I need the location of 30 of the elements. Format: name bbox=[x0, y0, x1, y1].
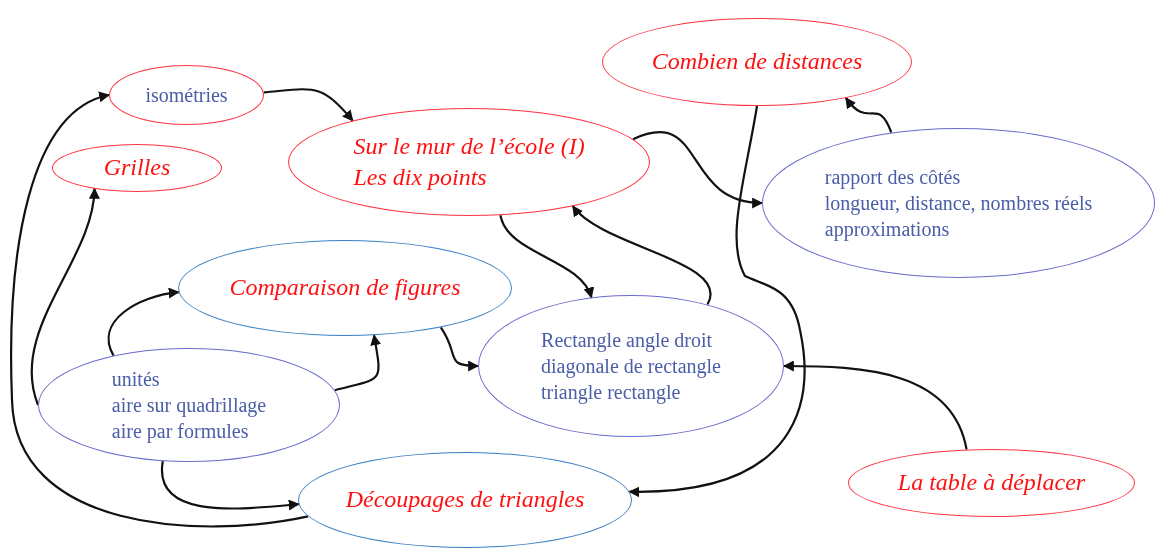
node-text: aire par formules bbox=[111, 419, 249, 444]
node-text: triangle rectangle bbox=[541, 380, 681, 405]
curved-arrow bbox=[499, 214, 593, 299]
node-text: rapport des côtés bbox=[824, 165, 961, 190]
curved-arrow bbox=[572, 205, 712, 305]
curved-arrow bbox=[107, 288, 180, 357]
node-text: La table à déplacer bbox=[897, 468, 1086, 498]
node-text: unités bbox=[111, 367, 160, 392]
curved-arrow bbox=[161, 461, 300, 511]
curved-arrow bbox=[845, 97, 893, 133]
curved-arrow bbox=[263, 88, 354, 122]
node-text: longueur, distance, nombres réels bbox=[824, 191, 1093, 216]
node-text: Grilles bbox=[103, 153, 171, 183]
node-text: Sur le mur de l’école (I) bbox=[353, 131, 585, 161]
node-text: approximations bbox=[824, 217, 950, 242]
curved-arrow bbox=[632, 131, 764, 208]
node-text: Les dix points bbox=[353, 163, 487, 192]
curved-arrow bbox=[10, 92, 309, 528]
curved-arrow bbox=[30, 187, 99, 406]
node-text: Combien de distances bbox=[651, 47, 863, 77]
node-text: aire sur quadrillage bbox=[111, 393, 267, 418]
curved-arrow bbox=[628, 105, 806, 497]
node-text: Rectangle angle droit bbox=[541, 328, 713, 353]
curved-arrow bbox=[782, 360, 968, 450]
curved-arrow bbox=[439, 326, 480, 372]
node-text: isométries bbox=[145, 83, 228, 108]
node-text: Comparaison de figures bbox=[229, 273, 461, 303]
curved-arrow bbox=[334, 334, 382, 392]
node-text: diagonale de rectangle bbox=[541, 354, 721, 379]
node-text: Découpages de triangles bbox=[345, 485, 585, 515]
